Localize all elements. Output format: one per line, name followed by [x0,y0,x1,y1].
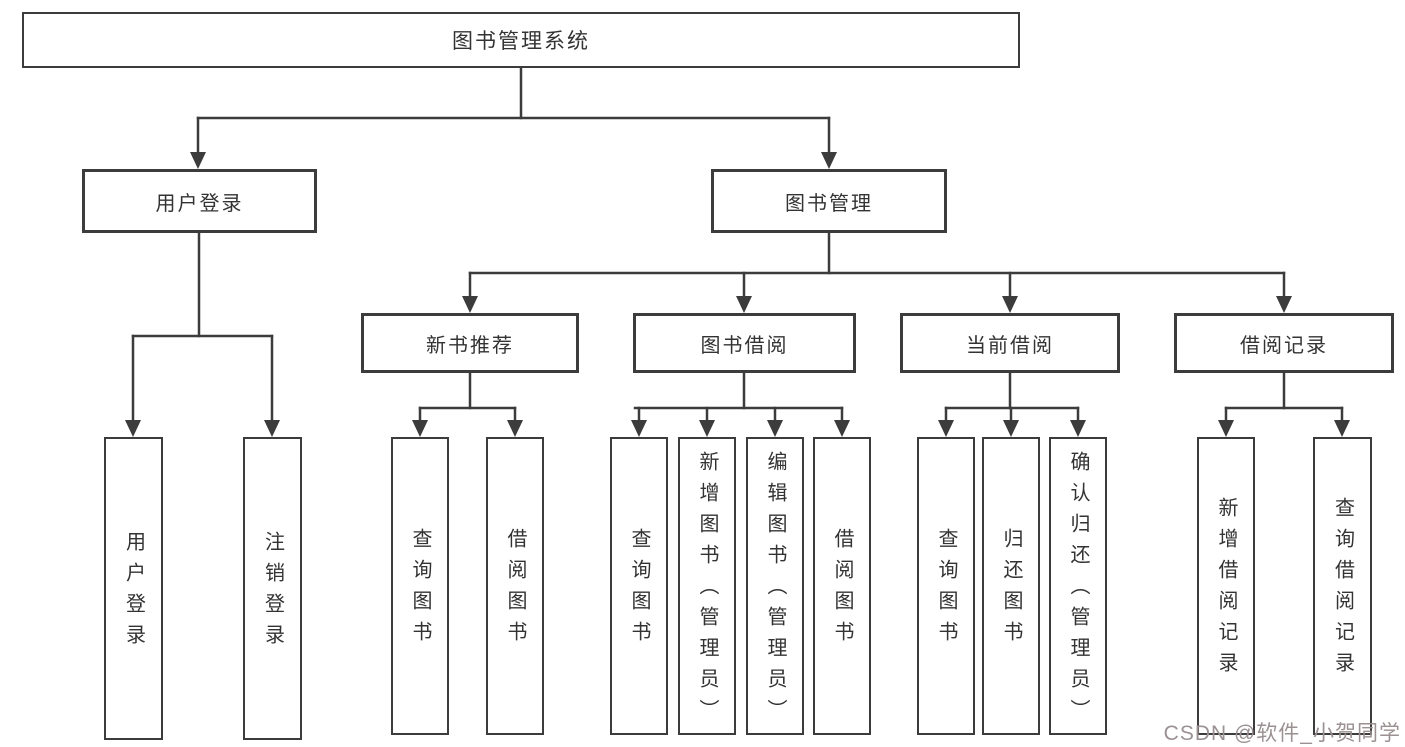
node-leaf-user-login: 用户登录 [104,437,163,740]
node-new-book-recommend: 新书推荐 [361,313,579,373]
node-leaf-nb-borrow-books: 借阅图书 [486,437,544,735]
node-leaf-br-query-record: 查询借阅记录 [1313,437,1372,735]
connector-book-borrow-leaves [633,371,844,424]
node-leaf-bb-query-books: 查询图书 [610,437,668,735]
node-leaf-bb-add-books-admin: 新增图书（管理员） [678,437,736,735]
csdn-watermark: CSDN @软件_小贺同学 [1163,722,1401,745]
node-book-management-module: 图书管理 [711,169,947,233]
node-leaf-nb-query-books: 查询图书 [391,437,449,735]
node-leaf-bb-edit-books-admin: 编辑图书（管理员） [746,437,804,735]
node-leaf-br-add-record: 新增借阅记录 [1197,437,1255,735]
node-user-login-module: 用户登录 [82,169,317,233]
node-leaf-cb-return-books: 归还图书 [982,437,1040,735]
node-leaf-cb-confirm-return-admin: 确认归还（管理员） [1049,437,1107,735]
node-leaf-cb-query-books: 查询图书 [917,437,975,735]
connector-user-login-leaves [131,230,274,424]
node-borrow-records: 借阅记录 [1174,313,1394,373]
connector-current-borrow-leaves [944,371,1080,424]
node-leaf-logout: 注销登录 [243,437,302,740]
connector-new-book-leaves [418,371,517,424]
node-book-borrow: 图书借阅 [633,313,856,373]
connector-root-to-level2 [196,66,831,156]
arrowheads-leaves [125,420,1350,437]
node-root-system: 图书管理系统 [22,12,1020,68]
arrowheads-level2 [190,152,837,169]
node-leaf-bb-borrow-books: 借阅图书 [813,437,871,735]
node-current-borrow: 当前借阅 [900,313,1120,373]
connector-records-leaves [1224,371,1344,424]
connector-mgmt-to-level3 [468,230,1286,300]
arrowheads-level3 [462,296,1292,313]
